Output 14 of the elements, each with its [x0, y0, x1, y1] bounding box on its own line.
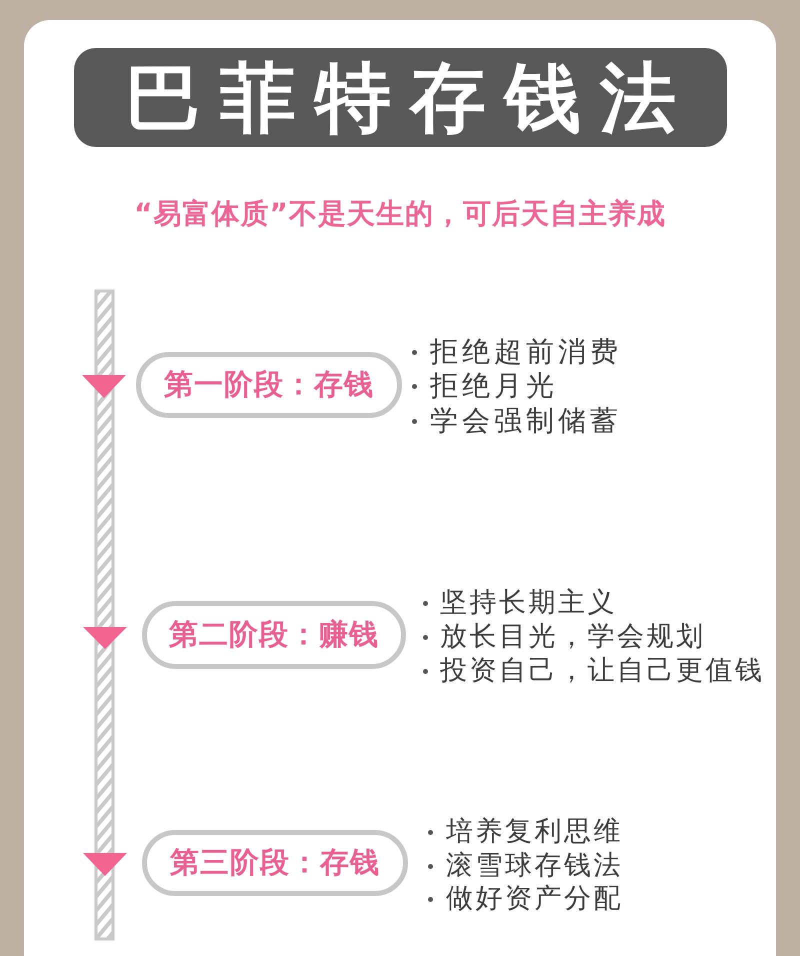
list-item-text: 滚雪球存钱法 [446, 849, 623, 883]
title-banner: 巴菲特存钱法 [74, 48, 727, 147]
list-item-text: 做好资产分配 [446, 882, 623, 916]
list-item-text: 拒绝月光 [430, 369, 558, 403]
list-item-text: 培养复利思维 [446, 815, 623, 849]
list-item-text: 学会强制储蓄 [430, 404, 622, 438]
stage-pill: 第一阶段：存钱 [136, 352, 402, 418]
list-item-text: 投资自己，让自己更值钱 [440, 654, 764, 688]
subtitle-text: “易富体质”不是天生的，可后天自主养成 [134, 196, 666, 232]
stage-pill: 第二阶段：赚钱 [142, 601, 406, 669]
stage-pill: 第三阶段：存钱 [142, 830, 408, 896]
list-item-text: 放长目光，学会规划 [440, 620, 706, 654]
list-item-text: 拒绝超前消费 [430, 335, 622, 369]
list-item-text: 坚持长期主义 [440, 586, 617, 620]
